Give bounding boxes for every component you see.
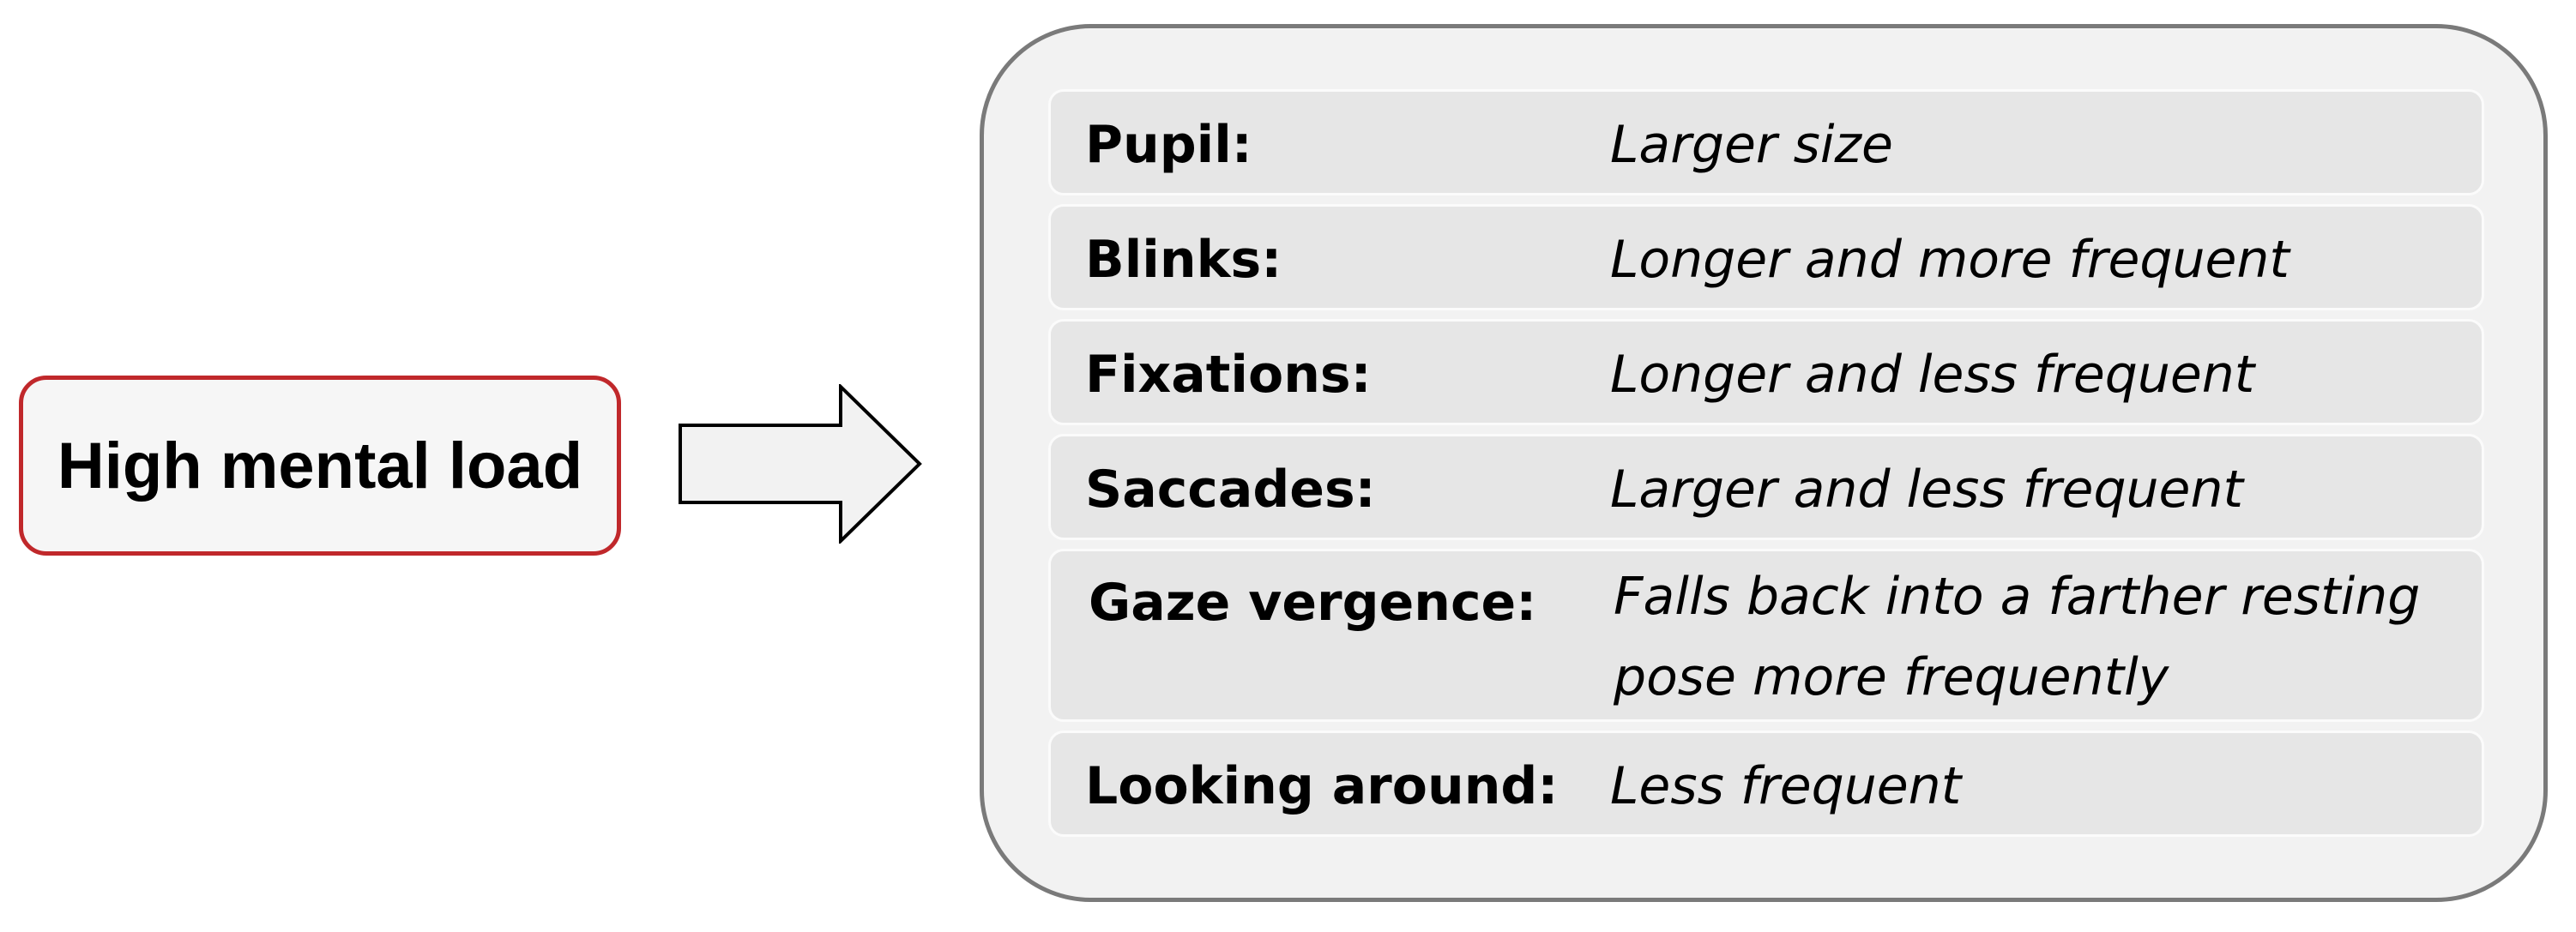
effect-row-fixations: Fixations: Longer and less frequent (1048, 319, 2484, 425)
source-label: High mental load (57, 429, 583, 502)
effect-value: Larger and less frequent (1610, 460, 2244, 520)
effect-label: Fixations: (1085, 345, 1372, 405)
effect-label: Looking around: (1085, 756, 1559, 816)
effect-row-looking-around: Looking around: Less frequent (1048, 731, 2484, 837)
effect-value: Longer and more frequent (1610, 230, 2289, 290)
effect-row-saccades: Saccades: Larger and less frequent (1048, 434, 2484, 540)
right-arrow-icon (679, 384, 922, 544)
effect-label: Pupil: (1085, 115, 1252, 175)
effect-row-blinks: Blinks: Longer and more frequent (1048, 204, 2484, 310)
effect-value: Less frequent (1610, 756, 1962, 816)
effect-row-gaze-vergence: Gaze vergence: Falls back into a farther… (1048, 549, 2484, 722)
effect-value: Larger size (1610, 115, 1893, 175)
effect-value: Falls back into a farther resting pose m… (1614, 567, 2421, 707)
effect-label: Blinks: (1085, 230, 1282, 290)
effect-row-pupil: Pupil: Larger size (1048, 89, 2484, 195)
effect-value: Longer and less frequent (1610, 345, 2255, 405)
effect-label: Saccades: (1085, 460, 1376, 520)
high-mental-load-box: High mental load (19, 376, 621, 556)
effect-label: Gaze vergence: (1089, 573, 1537, 633)
